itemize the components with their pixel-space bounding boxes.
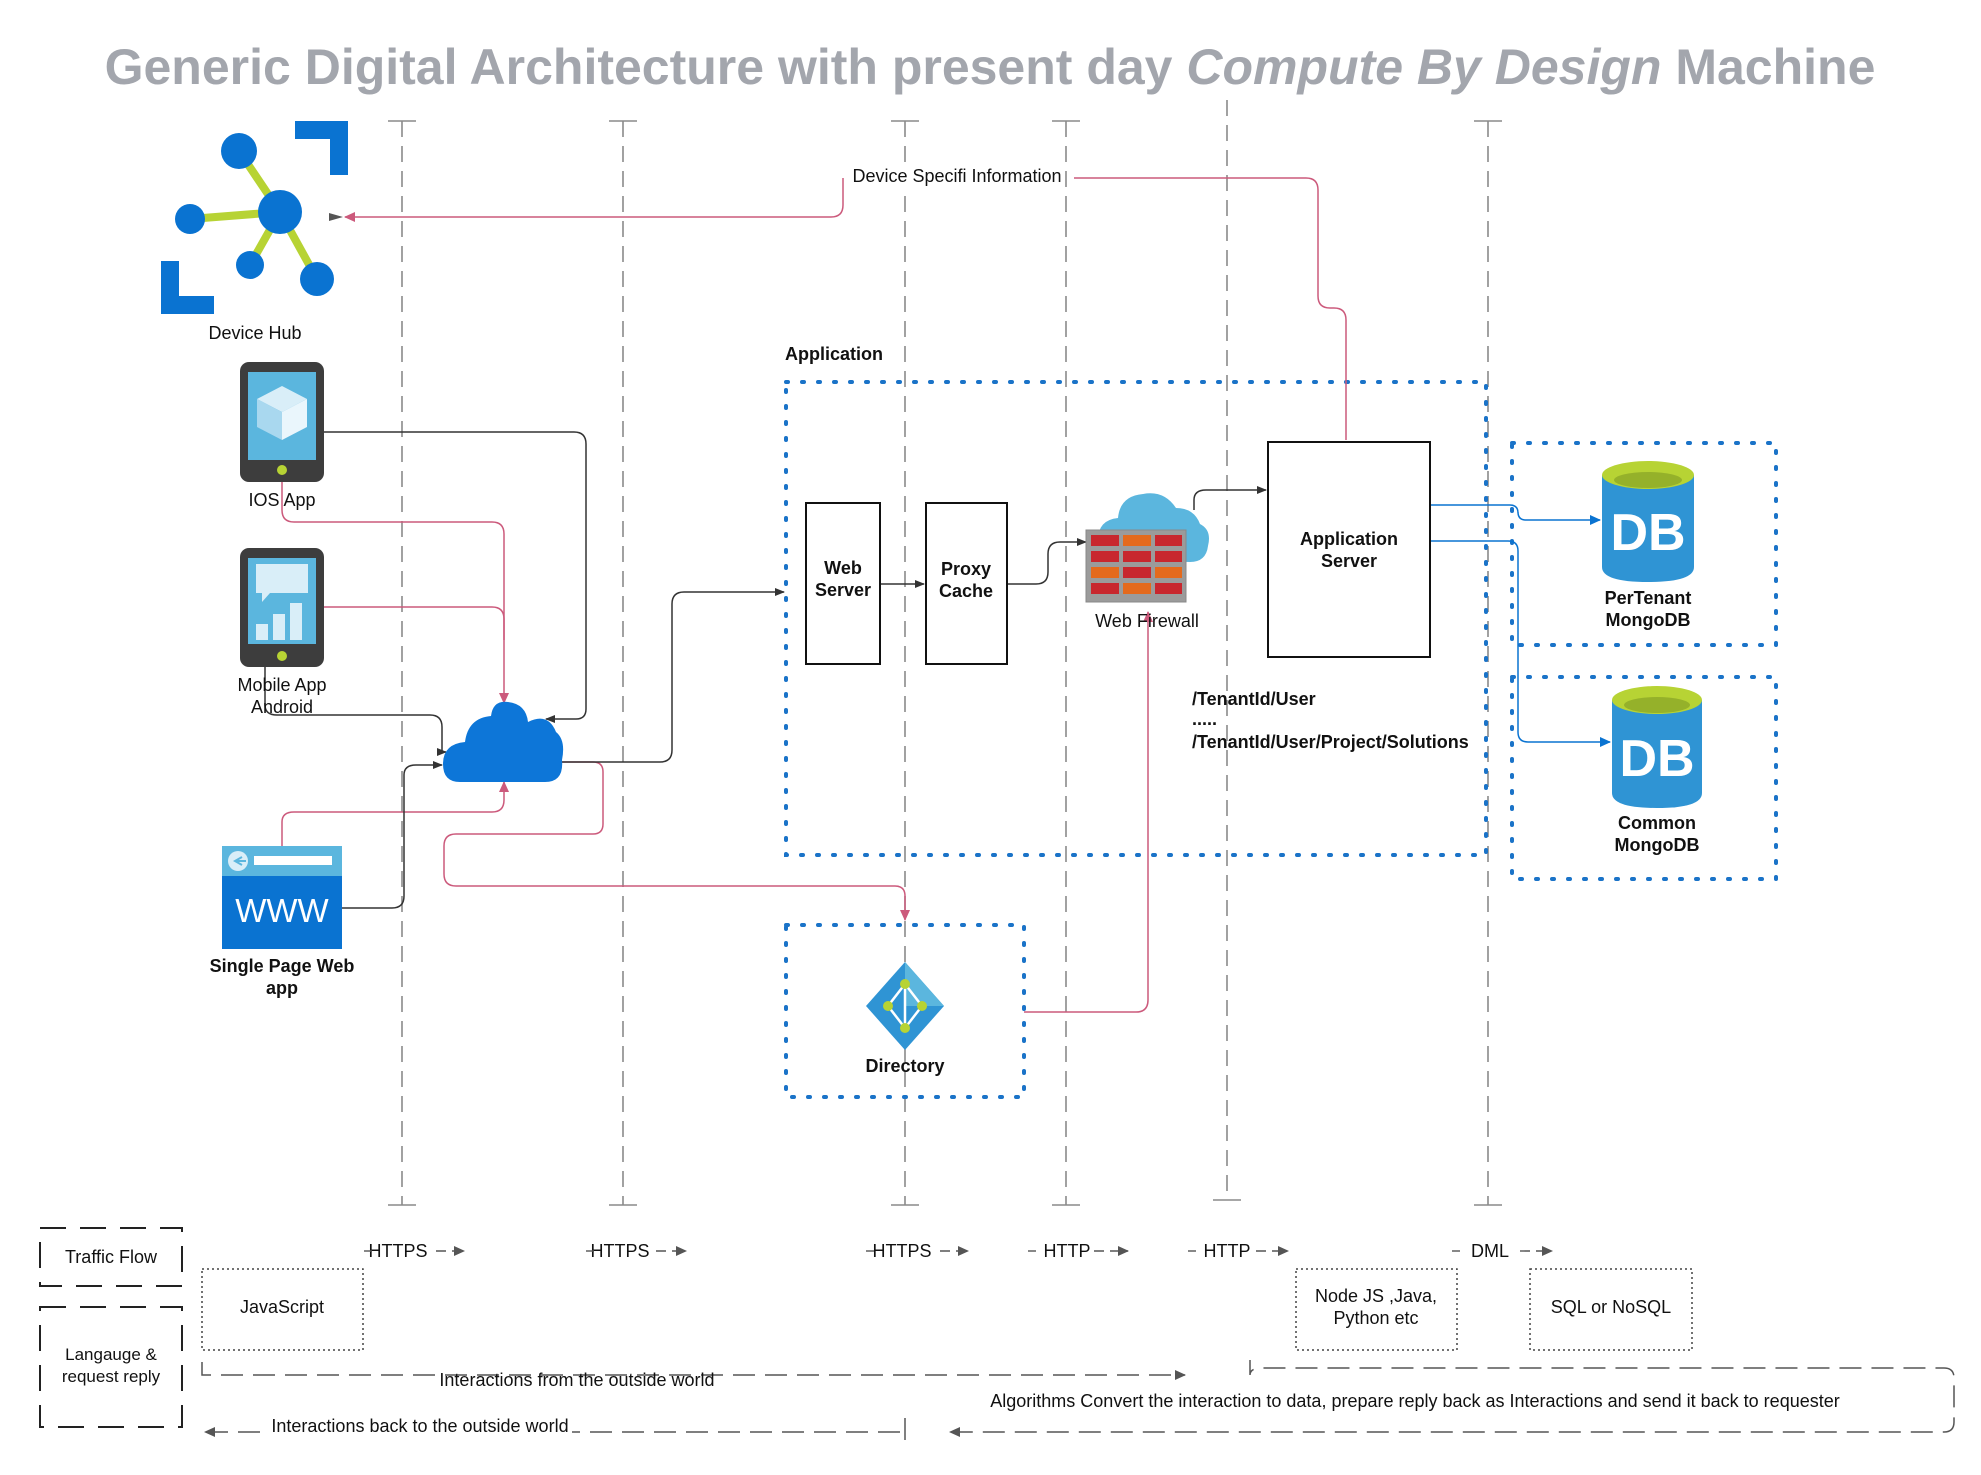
algorithms-return-arrow <box>949 1360 1955 1437</box>
label-mask <box>268 1418 572 1442</box>
protocol-labels: HTTPS HTTPS HTTPS HTTP HTTP DML <box>368 1241 1509 1261</box>
language-boxes <box>201 1268 1693 1351</box>
mobile-app-label-line2: Android <box>251 697 313 717</box>
route-tenant-solutions: /TenantId/User/Project/Solutions <box>1192 732 1469 752</box>
proxy-cache-box <box>925 502 1008 665</box>
directory-group-box <box>784 923 1026 1099</box>
legend-language-label-line1: Langauge & <box>65 1345 157 1364</box>
interactions-from-outside-label: Interactions from the outside world <box>439 1370 714 1390</box>
directory-label: Directory <box>865 1056 944 1076</box>
web-server-label-line1: Web <box>824 558 862 578</box>
auth-flow-lines <box>281 177 1347 1013</box>
algorithms-label: Algorithms Convert the interaction to da… <box>990 1391 1839 1411</box>
browser-www-icon: WWW <box>222 846 342 949</box>
ios-app-label: IOS App <box>248 490 315 510</box>
node-label-line2: Python etc <box>1333 1308 1418 1328</box>
interactions-from-outside-arrow <box>201 1362 1186 1380</box>
mobile-phone-chart-icon <box>240 548 324 667</box>
web-server-box <box>805 502 881 665</box>
legend-traffic-flow-box <box>39 1227 183 1287</box>
legend-boxes <box>39 1227 183 1428</box>
protocol-label: HTTPS <box>590 1241 649 1261</box>
lane-caps <box>388 120 1502 1206</box>
app-server-label-line2: Server <box>1321 551 1377 571</box>
group-containers <box>784 380 1778 1099</box>
protocol-label: DML <box>1471 1241 1509 1261</box>
mobile-app-label-line1: Mobile App <box>237 675 326 695</box>
device-hub-label: Device Hub <box>208 323 301 343</box>
route-tenant-user: /TenantId/User <box>1192 689 1316 709</box>
request-flow-lines <box>264 431 1267 909</box>
db-text: DB <box>1619 730 1694 788</box>
protocol-label: HTTPS <box>872 1241 931 1261</box>
protocol-label: HTTP <box>1204 1241 1251 1261</box>
web-firewall-label: Web Firewall <box>1095 611 1199 631</box>
legend-language-label-line2: request reply <box>62 1367 161 1386</box>
javascript-box <box>201 1268 364 1351</box>
common-db-label-line1: Common <box>1618 813 1696 833</box>
protocol-label: HTTPS <box>368 1241 427 1261</box>
label-mask <box>852 164 1064 188</box>
legend-language-box <box>39 1306 183 1428</box>
device-specific-info-label: Device Specifi Information <box>852 166 1061 186</box>
node-label-line1: Node JS ,Java, <box>1315 1286 1437 1306</box>
common-db-group-box <box>1510 675 1778 881</box>
application-group-box <box>784 380 1488 857</box>
spa-label-line1: Single Page Web <box>210 956 355 976</box>
spa-label-line2: app <box>266 978 298 998</box>
db-text: DB <box>1610 504 1685 562</box>
www-text: WWW <box>235 892 329 929</box>
database-icon: DB <box>1602 461 1694 582</box>
protocol-label: HTTP <box>1044 1241 1091 1261</box>
legend-traffic-flow-label: Traffic Flow <box>65 1247 158 1267</box>
sql-label: SQL or NoSQL <box>1551 1297 1671 1317</box>
javascript-label: JavaScript <box>240 1297 324 1317</box>
application-server-box <box>1267 441 1431 658</box>
proxy-cache-label-line2: Cache <box>939 581 993 601</box>
database-icon: DB <box>1612 686 1702 808</box>
app-server-label-line1: Application <box>1300 529 1398 549</box>
cloud-icon <box>443 701 564 782</box>
device-hub-icon <box>161 121 348 314</box>
directory-diamond-icon <box>866 962 944 1050</box>
node-java-python-box <box>1295 1268 1458 1351</box>
application-group-label: Application <box>785 344 883 364</box>
common-db-label-line2: MongoDB <box>1615 835 1700 855</box>
mobile-phone-cube-icon <box>240 362 324 482</box>
route-ellipsis: ..... <box>1192 709 1217 729</box>
web-server-label-line2: Server <box>815 580 871 600</box>
interactions-back-label: Interactions back to the outside world <box>271 1416 568 1436</box>
firewall-cloud-icon <box>1085 493 1209 603</box>
db-flow-lines <box>1430 504 1611 747</box>
proxy-cache-label-line1: Proxy <box>941 559 991 579</box>
sql-nosql-box <box>1529 1268 1693 1351</box>
diagram-title: Generic Digital Architecture with presen… <box>105 39 1876 95</box>
pertenant-db-group-box <box>1510 441 1778 647</box>
pertenant-db-label-line1: PerTenant <box>1605 588 1692 608</box>
pertenant-db-label-line2: MongoDB <box>1606 610 1691 630</box>
arrowhead <box>329 213 343 221</box>
